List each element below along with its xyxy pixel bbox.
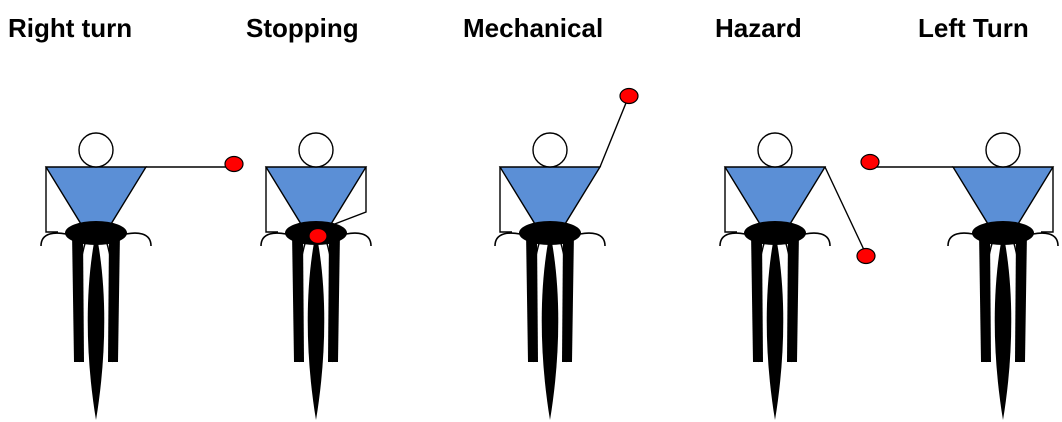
cyclist-left-turn: [861, 133, 1058, 420]
hand-marker: [309, 229, 327, 244]
saddle: [519, 221, 581, 245]
torso: [500, 167, 600, 224]
saddle: [65, 221, 127, 245]
hand-marker: [225, 157, 243, 172]
arm-angled-down: [825, 167, 865, 252]
torso: [953, 167, 1053, 224]
cyclist-figures: [41, 89, 1058, 421]
arm-raised: [600, 98, 628, 167]
hand-marker: [620, 89, 638, 104]
head: [986, 133, 1020, 167]
front-wheel: [308, 232, 325, 420]
cyclist-stopping: [261, 133, 371, 420]
head: [758, 133, 792, 167]
torso: [46, 167, 146, 224]
hand-marker: [857, 249, 875, 264]
torso: [266, 167, 366, 224]
head: [533, 133, 567, 167]
head: [79, 133, 113, 167]
cyclist-right-turn: [41, 133, 243, 420]
saddle: [744, 221, 806, 245]
hand-marker: [861, 155, 879, 170]
cyclist-hazard: [720, 133, 875, 420]
head: [299, 133, 333, 167]
front-wheel: [767, 232, 784, 420]
front-wheel: [88, 232, 105, 420]
front-wheel: [995, 232, 1012, 420]
front-wheel: [542, 232, 559, 420]
cyclist-mechanical: [495, 89, 638, 421]
saddle: [972, 221, 1034, 245]
torso: [725, 167, 825, 224]
